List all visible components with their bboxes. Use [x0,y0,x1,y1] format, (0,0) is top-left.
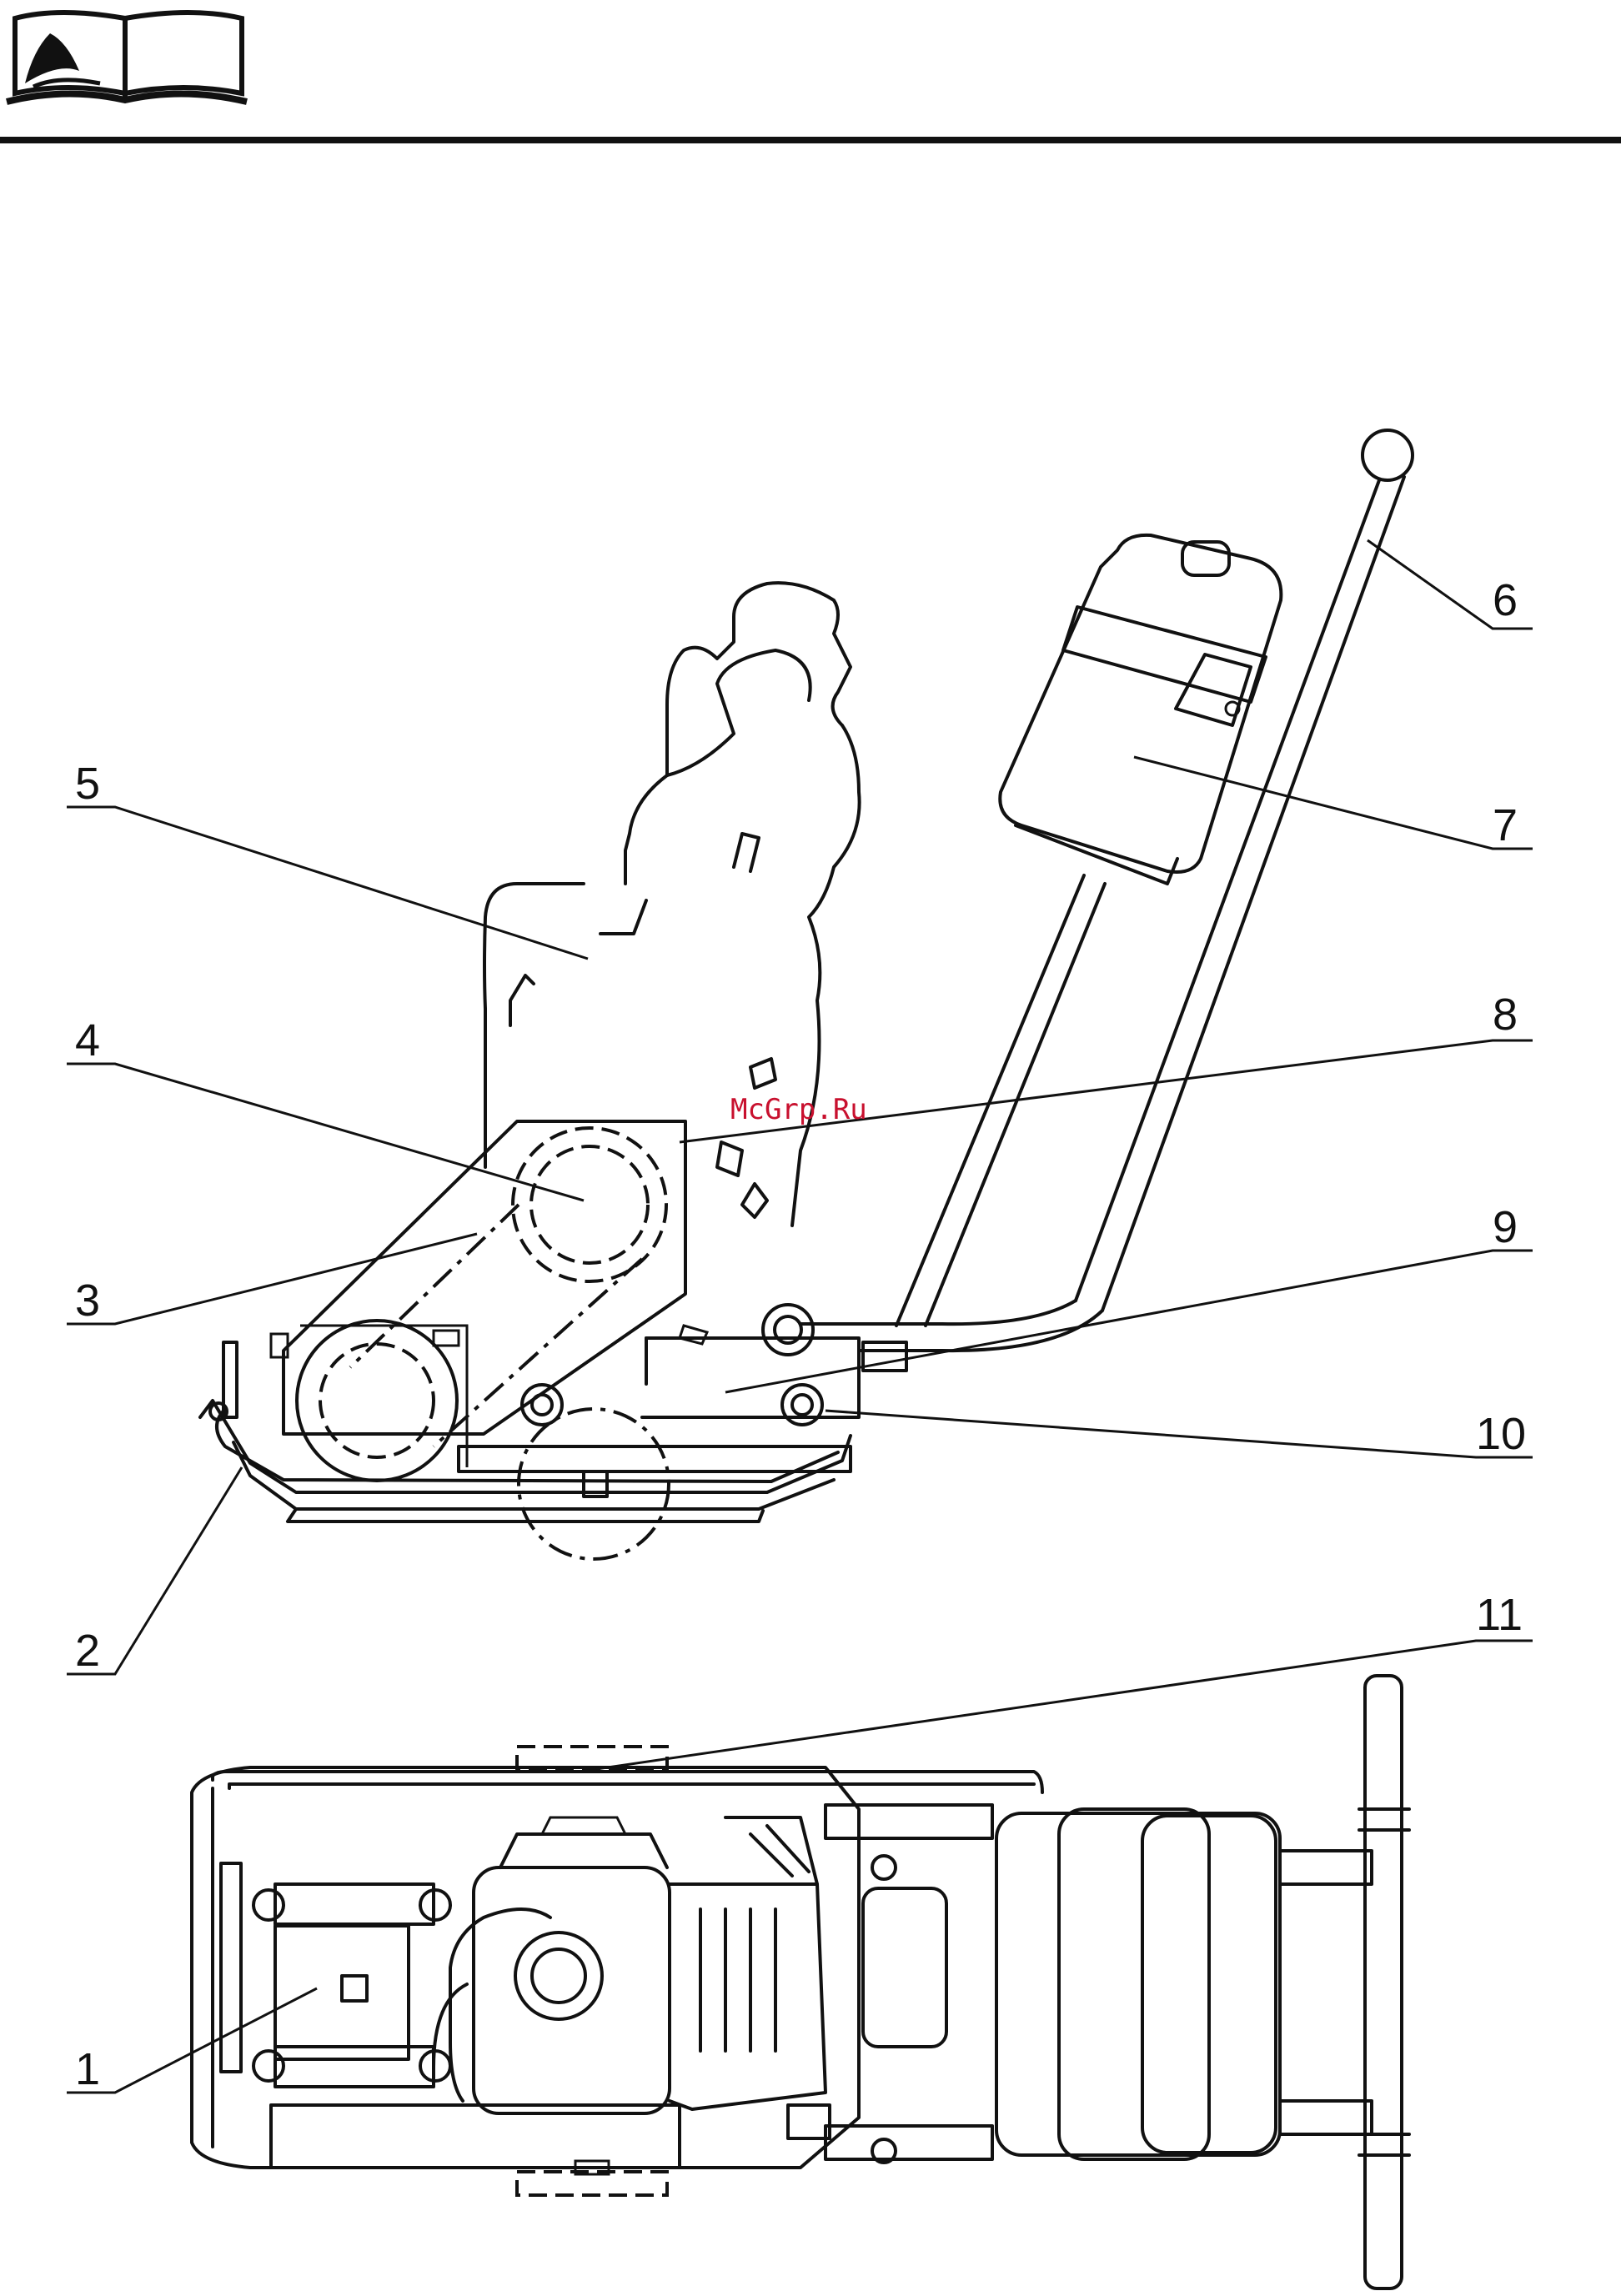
engine [484,583,860,1226]
header-rule [0,137,1621,143]
belt-guard [271,1121,685,1481]
top-view-drawing [192,1676,1409,2288]
svg-text:6: 6 [1493,575,1518,625]
callout-5: 5 [67,759,588,959]
handle [800,430,1413,1351]
watermark: McGrp.Ru [730,1093,867,1126]
svg-text:7: 7 [1493,800,1518,850]
callout-2: 2 [67,1467,242,1676]
svg-text:10: 10 [1476,1409,1526,1459]
callout-4: 4 [67,1015,584,1201]
callout-6: 6 [1368,540,1533,629]
callout-7: 7 [1134,757,1533,850]
handle-top [788,1676,1409,2288]
callout-10: 10 [826,1409,1533,1459]
svg-text:5: 5 [75,759,100,809]
svg-text:2: 2 [75,1626,100,1676]
callout-11: 11 [596,1590,1533,1769]
svg-text:4: 4 [75,1015,100,1065]
open-book-icon [7,13,247,102]
svg-text:11: 11 [1476,1590,1523,1640]
callout-9: 9 [725,1202,1533,1392]
svg-text:1: 1 [75,2044,100,2094]
svg-text:9: 9 [1493,1202,1518,1252]
water-tank [1000,535,1281,884]
svg-text:3: 3 [75,1276,100,1326]
base-plate [200,1342,851,1559]
svg-text:8: 8 [1493,990,1518,1040]
side-view-drawing [200,430,1413,1559]
callout-3: 3 [67,1234,477,1326]
